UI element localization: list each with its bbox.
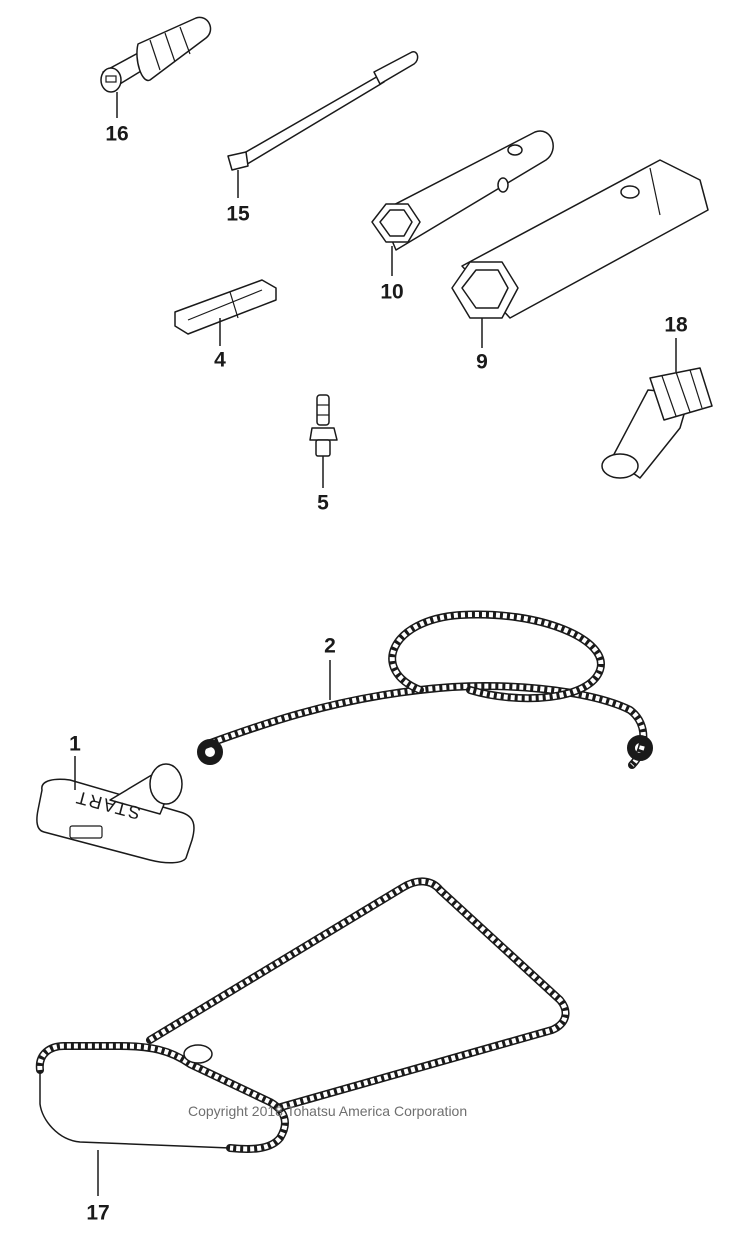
part-10-box-spanner — [371, 130, 554, 276]
part-9-box-spanner — [451, 159, 709, 348]
part-2-rope — [197, 610, 653, 769]
part-5-fitting — [309, 394, 338, 488]
callout-1: 1 — [69, 732, 81, 756]
callout-18: 18 — [664, 313, 688, 337]
part-4-clip — [174, 279, 277, 346]
part-16-screwdriver-handle — [100, 16, 212, 118]
copyright-text: Copyright 2018 Tohatsu America Corporati… — [188, 1103, 468, 1119]
callout-5: 5 — [317, 491, 329, 515]
callout-4: 4 — [214, 348, 226, 372]
part-15-screwdriver-blade — [227, 51, 419, 198]
callout-2: 2 — [324, 634, 336, 658]
part-1-starter-handle — [36, 756, 195, 864]
callout-17: 17 — [86, 1201, 110, 1225]
callout-16: 16 — [105, 122, 129, 146]
part-18-elbow — [601, 338, 713, 479]
part-17-tool-bag — [35, 877, 570, 1196]
callout-9: 9 — [476, 350, 488, 374]
callout-10: 10 — [380, 280, 404, 304]
callout-15: 15 — [226, 202, 250, 226]
